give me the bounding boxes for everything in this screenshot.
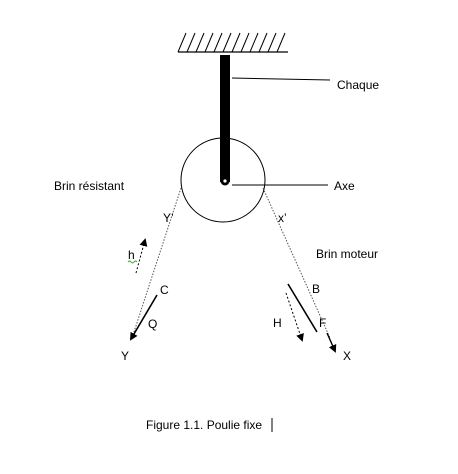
force-arrow-f xyxy=(326,332,337,353)
label-h-big: H xyxy=(273,316,282,330)
label-b: B xyxy=(312,282,320,296)
label-x-prime: x’ xyxy=(278,211,287,225)
pulley-hanger xyxy=(220,55,230,183)
label-h-small: h xyxy=(128,248,135,262)
force-arrow-q xyxy=(129,294,158,341)
label-q: Q xyxy=(148,317,157,331)
pulley-hanger-front xyxy=(220,138,230,182)
label-axe: Axe xyxy=(334,179,355,193)
label-chaque: Chaque xyxy=(337,78,379,92)
spellcheck-squiggle xyxy=(127,260,138,264)
label-y-prime: Y’ xyxy=(163,211,174,225)
chaque-leader-line xyxy=(231,77,331,81)
ceiling-support xyxy=(177,32,288,53)
pulley-axle-center xyxy=(223,179,227,183)
ceiling-hatching xyxy=(177,32,286,53)
motor-rope xyxy=(262,187,331,339)
resistant-rope xyxy=(131,187,182,339)
label-f: F xyxy=(319,316,326,330)
motor-rope-solid-segment xyxy=(287,283,318,333)
label-brin-resistant: Brin résistant xyxy=(54,179,125,193)
label-y: Y xyxy=(121,349,129,363)
figure-caption: Figure 1.1. Poulie fixe xyxy=(146,418,262,432)
displacement-arrow-h-big xyxy=(285,292,304,342)
displacement-arrow-h-small xyxy=(135,238,148,274)
label-brin-moteur: Brin moteur xyxy=(316,247,378,261)
label-x: X xyxy=(343,349,351,363)
label-c: C xyxy=(160,283,169,297)
